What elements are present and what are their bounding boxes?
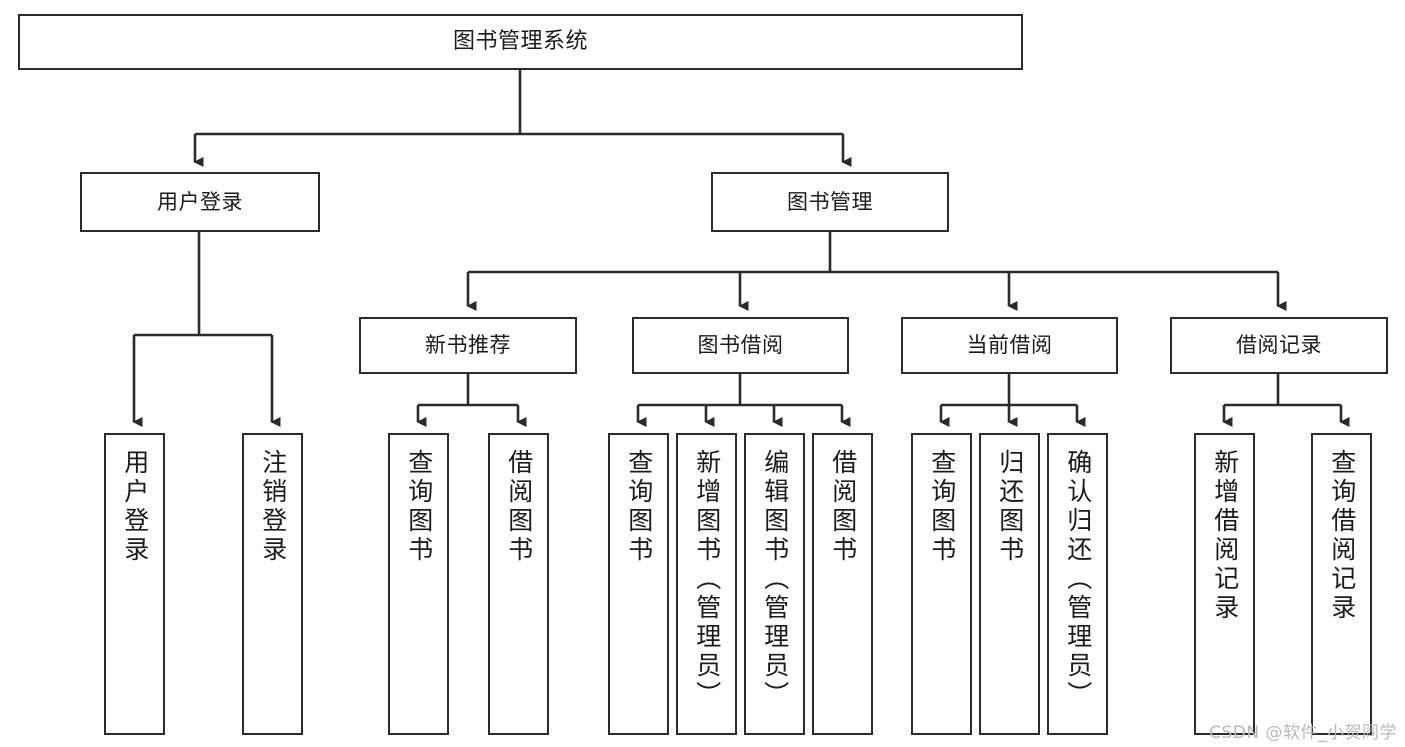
node-user-login-label: 用户登录 [157,189,243,214]
node-leaf-query-book-2-label: 查询图书 [624,449,654,565]
node-book-borrow-label: 图书借阅 [697,333,784,358]
node-leaf-user-login-label: 用户登录 [120,449,150,565]
node-root-label: 图书管理系统 [452,29,588,55]
watermark: CSDN @软件_小贺同学 [1209,723,1397,743]
node-leaf-return-book[interactable]: 归还图书 [979,433,1040,735]
node-current-borrow-label: 当前借阅 [966,333,1053,358]
node-leaf-edit-book[interactable]: 编辑图书（管理员） [744,433,805,735]
node-book-manage[interactable]: 图书管理 [711,172,949,232]
node-leaf-query-book-1[interactable]: 查询图书 [388,433,449,735]
node-leaf-borrow-book-2-label: 借阅图书 [828,449,858,565]
node-leaf-query-book-3-label: 查询图书 [927,449,957,565]
node-leaf-add-book[interactable]: 新增图书（管理员） [676,433,737,735]
node-leaf-return-book-label: 归还图书 [995,449,1025,565]
node-leaf-query-book-3[interactable]: 查询图书 [911,433,972,735]
node-leaf-query-record[interactable]: 查询借阅记录 [1311,433,1372,735]
node-leaf-borrow-book-1[interactable]: 借阅图书 [488,433,549,735]
node-leaf-confirm-return[interactable]: 确认归还（管理员） [1047,433,1108,735]
node-leaf-add-record-label: 新增借阅记录 [1210,449,1240,623]
node-new-book-rec[interactable]: 新书推荐 [359,317,577,374]
node-leaf-query-book-2[interactable]: 查询图书 [608,433,669,735]
node-new-book-rec-label: 新书推荐 [425,333,511,358]
node-borrow-record[interactable]: 借阅记录 [1170,317,1388,374]
node-leaf-edit-book-label: 编辑图书（管理员） [760,449,790,710]
node-leaf-borrow-book-2[interactable]: 借阅图书 [812,433,873,735]
node-book-borrow[interactable]: 图书借阅 [632,317,849,374]
node-leaf-confirm-return-label: 确认归还（管理员） [1063,449,1093,710]
node-leaf-logout-label: 注销登录 [258,449,288,565]
node-leaf-logout[interactable]: 注销登录 [242,433,303,735]
node-user-login[interactable]: 用户登录 [80,172,320,232]
node-current-borrow[interactable]: 当前借阅 [901,317,1118,374]
node-leaf-add-record[interactable]: 新增借阅记录 [1194,433,1255,735]
node-leaf-user-login[interactable]: 用户登录 [104,433,165,735]
node-leaf-borrow-book-1-label: 借阅图书 [504,449,534,565]
node-leaf-query-record-label: 查询借阅记录 [1327,449,1357,623]
node-root[interactable]: 图书管理系统 [18,14,1023,70]
node-leaf-add-book-label: 新增图书（管理员） [692,449,722,710]
node-borrow-record-label: 借阅记录 [1236,333,1322,358]
node-leaf-query-book-1-label: 查询图书 [404,449,434,565]
node-book-manage-label: 图书管理 [787,189,873,214]
